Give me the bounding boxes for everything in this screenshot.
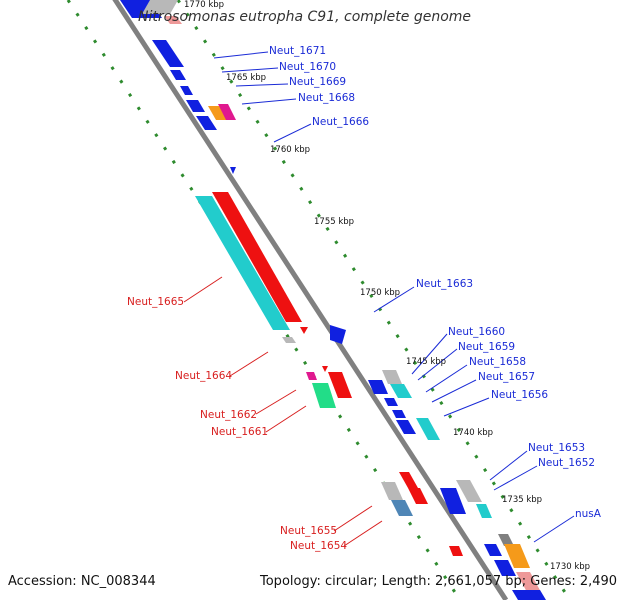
gene-label-neut-1656[interactable]: Neut_1656 <box>491 389 549 401</box>
gene-label-neut-1665[interactable]: Neut_1665 <box>127 296 185 308</box>
gene-block[interactable] <box>312 383 336 408</box>
gene-block[interactable] <box>186 100 205 112</box>
gene-block[interactable] <box>456 480 482 502</box>
gene-label-neut-1666[interactable]: Neut_1666 <box>312 116 370 128</box>
leader-line <box>443 397 490 417</box>
gene-label-neut-1653[interactable]: Neut_1653 <box>528 442 586 454</box>
leader-line <box>417 348 458 381</box>
gene-block[interactable] <box>392 410 406 418</box>
gene-block[interactable] <box>498 534 514 546</box>
map-title: Nitrosomonas eutropha C91, complete geno… <box>138 9 472 25</box>
gene-block[interactable] <box>170 70 186 80</box>
tick-label: 1745 kbp <box>406 357 447 367</box>
leader-line <box>183 276 223 303</box>
leader-line <box>533 515 575 543</box>
leader-line <box>213 51 269 59</box>
leader-line <box>333 505 373 532</box>
gene-block[interactable] <box>164 16 182 24</box>
tick-label: 1735 kbp <box>502 495 543 505</box>
gene-block[interactable] <box>152 40 184 67</box>
gene-block[interactable] <box>449 546 463 556</box>
gene-block[interactable] <box>382 370 402 384</box>
gene-block[interactable] <box>196 116 217 130</box>
gene-label-neut-1669[interactable]: Neut_1669 <box>289 76 347 88</box>
gene-block[interactable] <box>390 384 412 398</box>
gene-block[interactable] <box>142 0 178 14</box>
tick-label: 1740 kbp <box>453 428 494 438</box>
gene-block[interactable] <box>282 337 296 343</box>
gene-block[interactable] <box>195 196 290 330</box>
gene-block[interactable] <box>368 380 388 394</box>
leader-line <box>221 67 279 73</box>
accession-text: Accession: NC_008344 <box>8 574 156 589</box>
leader-line <box>343 520 383 547</box>
outer-tick-track <box>176 0 572 600</box>
gene-block[interactable] <box>484 544 502 556</box>
gene-block[interactable] <box>504 544 530 568</box>
gene-block[interactable] <box>416 418 440 440</box>
gene-label-neut-1659[interactable]: Neut_1659 <box>458 341 516 353</box>
gene-block[interactable] <box>212 192 302 322</box>
gene-block[interactable] <box>476 504 492 518</box>
genome-map-canvas <box>66 0 575 600</box>
gene-block[interactable] <box>180 86 193 95</box>
gene-block[interactable] <box>218 104 236 120</box>
tick-label: 1770 kbp <box>184 0 225 10</box>
gene-label-neut-1662[interactable]: Neut_1662 <box>200 409 258 421</box>
gene-label-nusa[interactable]: nusA <box>575 508 601 520</box>
gene-block[interactable] <box>330 325 346 344</box>
gene-block[interactable] <box>381 482 403 500</box>
gene-label-neut-1663[interactable]: Neut_1663 <box>416 278 474 290</box>
leader-line <box>273 123 312 143</box>
gene-block[interactable] <box>384 398 398 406</box>
gene-block[interactable] <box>328 372 352 398</box>
tick-label: 1760 kbp <box>270 145 311 155</box>
leader-line <box>241 98 297 105</box>
gene-label-neut-1652[interactable]: Neut_1652 <box>538 457 596 469</box>
gene-block[interactable] <box>306 372 317 380</box>
gene-label-neut-1660[interactable]: Neut_1660 <box>448 326 506 338</box>
gene-label-neut-1657[interactable]: Neut_1657 <box>478 371 536 383</box>
leader-line <box>425 364 468 393</box>
gene-label-neut-1658[interactable]: Neut_1658 <box>469 356 527 368</box>
gene-block[interactable] <box>516 572 542 594</box>
genome-map-view: Nitrosomonas eutropha C91, complete geno… <box>8 0 617 600</box>
leader-line <box>373 286 415 313</box>
leader-line <box>255 389 297 415</box>
gene-label-neut-1670[interactable]: Neut_1670 <box>279 61 337 73</box>
leader-line <box>493 465 538 491</box>
gene-block[interactable] <box>494 560 516 576</box>
leader-line <box>431 379 477 403</box>
gene-label-neut-1655[interactable]: Neut_1655 <box>280 525 338 537</box>
gene-block[interactable] <box>300 327 308 334</box>
gene-block[interactable] <box>440 488 466 514</box>
gene-block[interactable] <box>396 420 416 434</box>
gene-label-neut-1664[interactable]: Neut_1664 <box>175 370 233 382</box>
genome-backbone <box>112 0 509 600</box>
leader-line <box>265 405 307 433</box>
gene-label-neut-1671[interactable]: Neut_1671 <box>269 45 327 57</box>
leader-line <box>235 83 289 87</box>
gene-label-neut-1661[interactable]: Neut_1661 <box>211 426 269 438</box>
tick-label: 1755 kbp <box>314 217 355 227</box>
leader-line <box>489 450 528 481</box>
gene-label-neut-1668[interactable]: Neut_1668 <box>298 92 356 104</box>
gene-block[interactable] <box>391 500 413 516</box>
gene-block[interactable] <box>230 167 236 174</box>
tick-label: 1730 kbp <box>550 562 591 572</box>
gene-block[interactable] <box>399 472 418 488</box>
leader-line <box>229 351 269 377</box>
gene-label-neut-1654[interactable]: Neut_1654 <box>290 540 348 552</box>
gene-block[interactable] <box>322 366 328 372</box>
leader-line <box>411 333 448 375</box>
tick-label: 1750 kbp <box>360 288 401 298</box>
gene-block[interactable] <box>408 488 428 504</box>
genome-summary-text: Topology: circular; Length: 2,661,057 bp… <box>260 574 617 589</box>
gene-block[interactable] <box>512 590 546 600</box>
tick-label: 1765 kbp <box>226 73 267 83</box>
